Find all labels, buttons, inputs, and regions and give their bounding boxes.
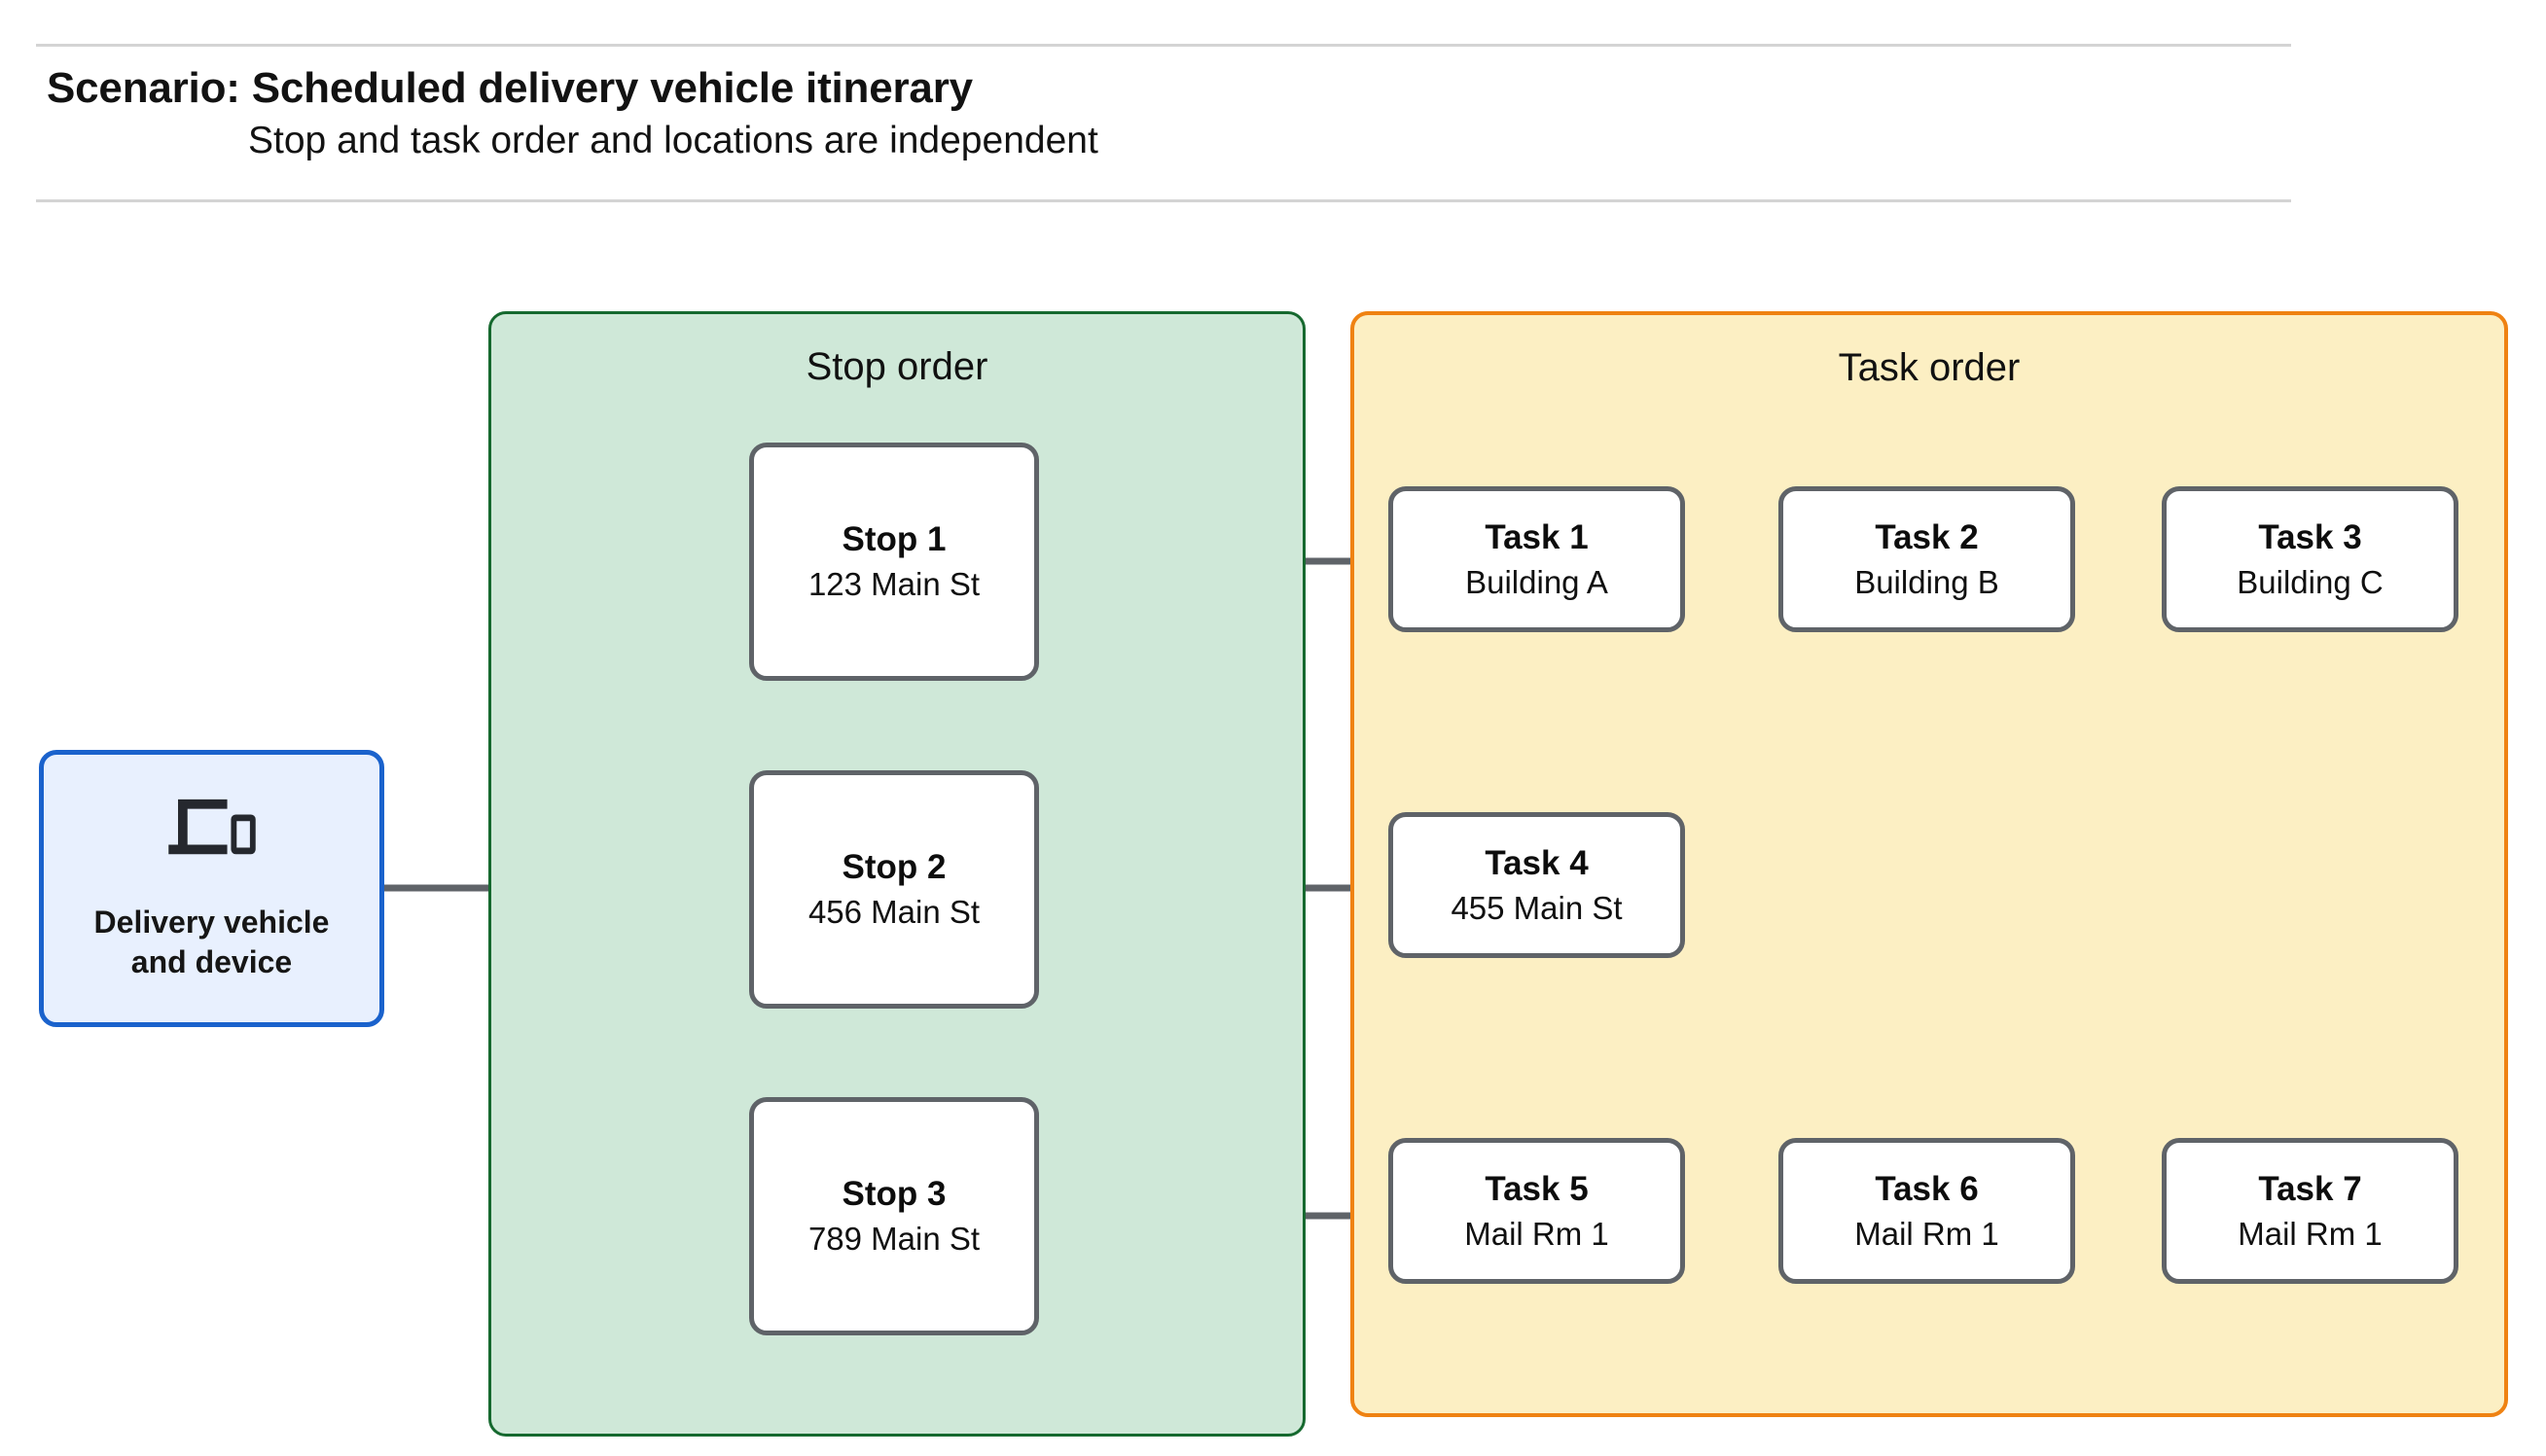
task-node-4-location: 455 Main St <box>1451 889 1623 926</box>
task-node-5-title: Task 5 <box>1485 1169 1589 1208</box>
stop-node-2-address: 456 Main St <box>807 894 981 931</box>
task-node-5-location: Mail Rm 1 <box>1464 1215 1609 1252</box>
stop-node-3[interactable]: Stop 3 789 Main St <box>749 1097 1039 1335</box>
stop-order-title: Stop order <box>806 345 988 388</box>
stop-node-3-title: Stop 3 <box>842 1175 947 1214</box>
stop-node-3-address: 789 Main St <box>807 1221 981 1258</box>
stop-node-1-title: Stop 1 <box>842 520 947 559</box>
task-node-1-location: Building A <box>1465 563 1608 600</box>
task-node-7-location: Mail Rm 1 <box>2238 1215 2383 1252</box>
task-node-6-location: Mail Rm 1 <box>1854 1215 1999 1252</box>
task-node-2-title: Task 2 <box>1875 517 1979 556</box>
delivery-vehicle-node[interactable]: Delivery vehicle and device <box>39 750 384 1027</box>
task-order-title: Task order <box>1838 346 2021 389</box>
task-node-3[interactable]: Task 3 Building C <box>2162 486 2458 632</box>
page-subtitle: Stop and task order and locations are in… <box>248 120 1098 161</box>
task-node-2-location: Building B <box>1854 563 1999 600</box>
task-node-1-title: Task 1 <box>1485 517 1589 556</box>
stop-node-2-title: Stop 2 <box>842 848 947 887</box>
task-node-4[interactable]: Task 4 455 Main St <box>1388 812 1685 958</box>
task-node-7-title: Task 7 <box>2258 1169 2362 1208</box>
task-node-2[interactable]: Task 2 Building B <box>1778 486 2075 632</box>
devices-icon <box>167 799 256 854</box>
stop-node-1[interactable]: Stop 1 123 Main St <box>749 443 1039 681</box>
stop-node-1-address: 123 Main St <box>807 566 981 603</box>
task-node-4-title: Task 4 <box>1485 843 1589 882</box>
header-divider-top <box>36 44 2291 47</box>
task-node-3-location: Building C <box>2237 563 2384 600</box>
header-divider-bottom <box>36 199 2291 202</box>
task-node-6[interactable]: Task 6 Mail Rm 1 <box>1778 1138 2075 1284</box>
delivery-vehicle-label: Delivery vehicle and device <box>93 904 330 979</box>
task-node-1[interactable]: Task 1 Building A <box>1388 486 1685 632</box>
task-node-5[interactable]: Task 5 Mail Rm 1 <box>1388 1138 1685 1284</box>
task-node-6-title: Task 6 <box>1875 1169 1979 1208</box>
task-node-3-title: Task 3 <box>2258 517 2362 556</box>
page-title: Scenario: Scheduled delivery vehicle iti… <box>47 64 973 112</box>
task-node-7[interactable]: Task 7 Mail Rm 1 <box>2162 1138 2458 1284</box>
stop-node-2[interactable]: Stop 2 456 Main St <box>749 770 1039 1009</box>
